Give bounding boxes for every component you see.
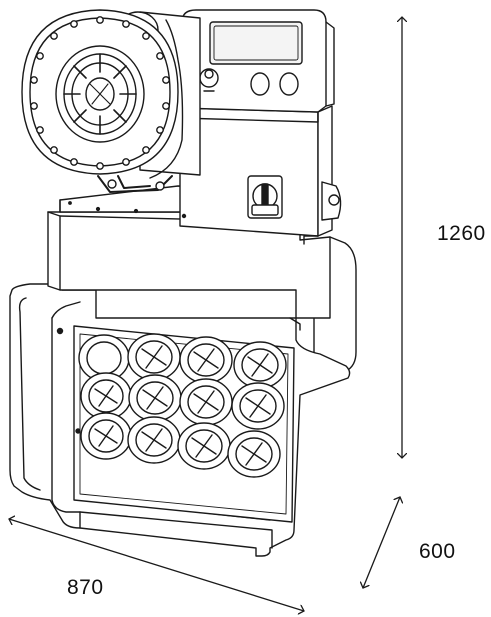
die-set-10 <box>127 416 181 464</box>
die-set-8 <box>231 382 285 430</box>
die-set-9 <box>80 412 132 460</box>
width-arrow <box>9 519 304 611</box>
width-dimension-label: 870 <box>67 576 104 599</box>
die-set-11 <box>177 422 231 470</box>
die-set-2 <box>127 333 181 381</box>
die-set-6 <box>128 374 182 422</box>
depth-arrow <box>363 497 400 588</box>
die-set-5 <box>80 372 132 420</box>
height-dimension-label: 1260 <box>437 222 486 245</box>
die-set-4 <box>233 341 287 389</box>
crimping-head <box>21 9 201 193</box>
die-set-7 <box>179 378 233 426</box>
die-set-1 <box>78 334 130 382</box>
die-set-12 <box>227 430 281 478</box>
die-set-3 <box>179 336 233 384</box>
depth-dimension-label: 600 <box>419 540 456 563</box>
die-sets <box>56 327 287 478</box>
control-box <box>179 9 342 245</box>
dimension-arrows <box>9 17 402 611</box>
